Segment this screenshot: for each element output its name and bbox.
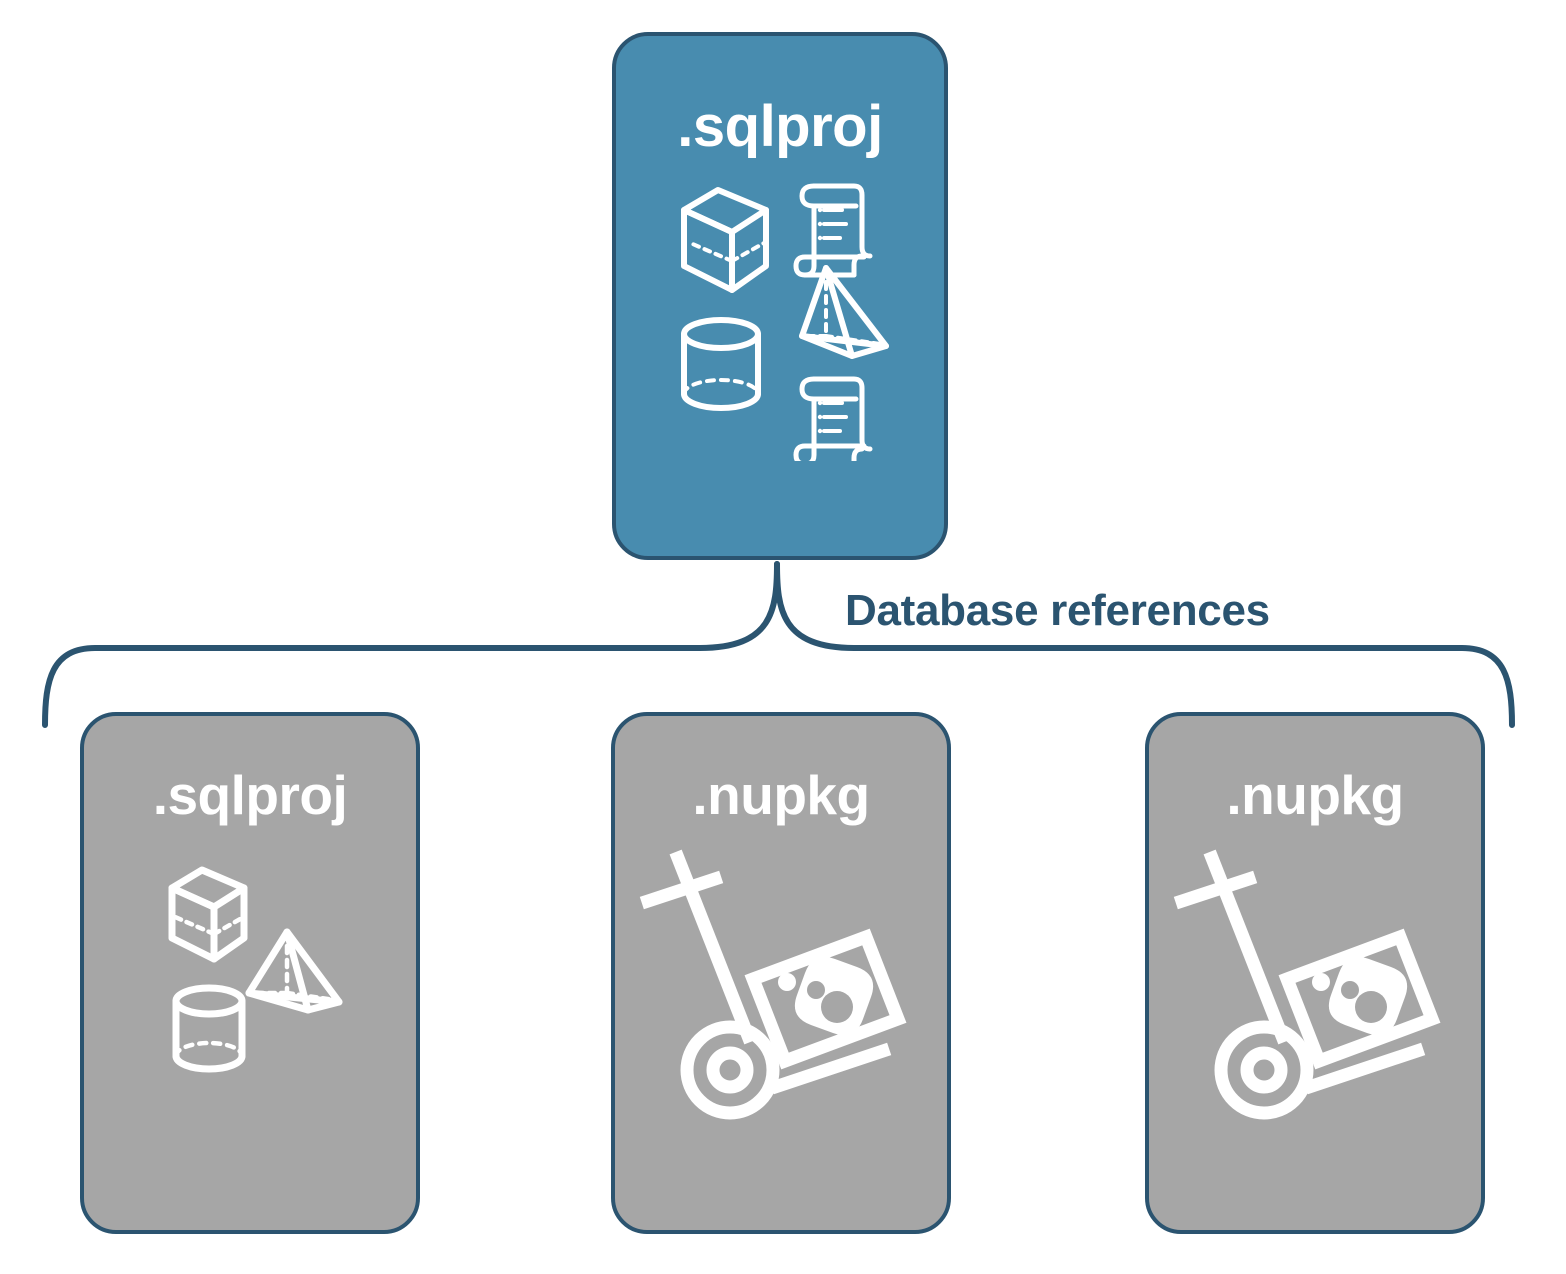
hand-truck-svg [1173, 849, 1441, 1120]
scroll-icon [793, 376, 873, 467]
child-1-icon-group [615, 846, 947, 1186]
hand-truck-package-icon [639, 849, 907, 1120]
node-label-root: .sqlproj [677, 94, 883, 159]
cylinder-icon [681, 317, 761, 411]
cube-icon [681, 187, 769, 293]
cylinder-icon [172, 984, 246, 1073]
package-logo-holes [807, 981, 853, 1023]
root-icon-group [674, 176, 894, 467]
hand-truck-svg [639, 849, 907, 1120]
node-label-child-0: .sqlproj [152, 764, 348, 826]
package-logo-dot [778, 973, 796, 991]
package-logo-holes [1341, 981, 1387, 1023]
node-card-child-nupkg-1[interactable]: .nupkg [611, 712, 951, 1234]
pyramid-icon [245, 928, 343, 1014]
node-card-child-sqlproj[interactable]: .sqlproj [80, 712, 420, 1234]
node-label-child-1: .nupkg [692, 764, 870, 826]
child-2-icon-group [1149, 846, 1481, 1186]
child-0-icon-group [84, 846, 416, 1186]
scroll-icon [793, 183, 873, 278]
package-logo-dot [1312, 973, 1330, 991]
child-shapes-svg [168, 866, 343, 1073]
hand-truck-package-icon [1173, 849, 1441, 1120]
cube-icon [168, 866, 248, 963]
node-label-child-2: .nupkg [1226, 764, 1404, 826]
pyramid-icon [799, 265, 889, 359]
connector-label-database-references: Database references [845, 586, 1270, 635]
root-shapes-svg [681, 183, 889, 467]
node-card-child-nupkg-2[interactable]: .nupkg [1145, 712, 1485, 1234]
node-card-root-sqlproj[interactable]: .sqlproj [612, 32, 948, 560]
